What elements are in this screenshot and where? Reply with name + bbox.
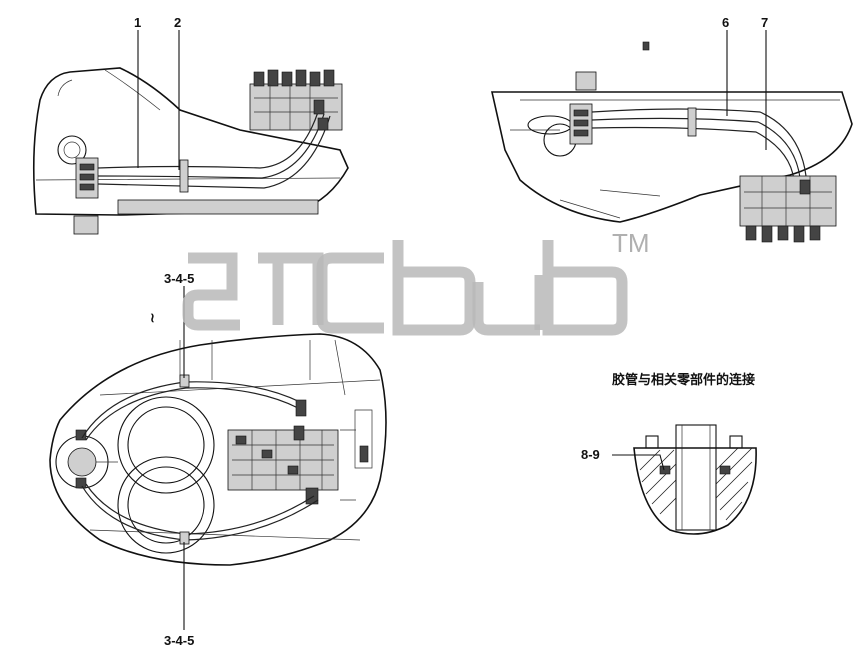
section-caption: 胶管与相关零部件的连接 [612,372,755,388]
hose-route-lower [81,483,319,545]
section-pipe [675,424,717,531]
fitting-block-left [73,157,99,235]
side-view-right [491,71,853,243]
trademark-symbol: TM [612,228,650,258]
section-hatching [639,447,753,521]
svg-text:≀: ≀ [150,310,155,325]
control-valve-right [739,175,837,243]
hose-bundle-left [97,99,331,193]
callout-6: 6 [722,15,729,30]
nut-right [729,435,743,449]
seal-right [719,465,731,475]
callout-2: 2 [174,15,181,30]
callout-3-4-5-top: 3-4-5 [164,271,194,286]
seal-left [659,465,671,475]
plan-view: ≀ [49,310,387,566]
section-detail-outline [633,447,757,535]
rotary-joint [55,429,118,489]
callout-1: 1 [134,15,141,30]
side-view-right-body [491,91,853,223]
side-view-left-body [32,67,349,216]
plan-view-outline [49,333,387,566]
callout-8-9: 8-9 [581,447,600,462]
callout-3-4-5-bottom: 3-4-5 [164,633,194,648]
control-valve-plan [227,425,339,505]
watermark-logo: TM [182,228,650,336]
fitting-block-right [569,71,597,145]
hose-bundle-right [591,107,807,181]
turntable-lower [117,456,215,554]
nut-left [645,435,659,449]
section-detail [633,424,757,535]
callout-7: 7 [761,15,768,30]
turntable-upper [117,396,215,494]
side-view-left [32,67,349,235]
